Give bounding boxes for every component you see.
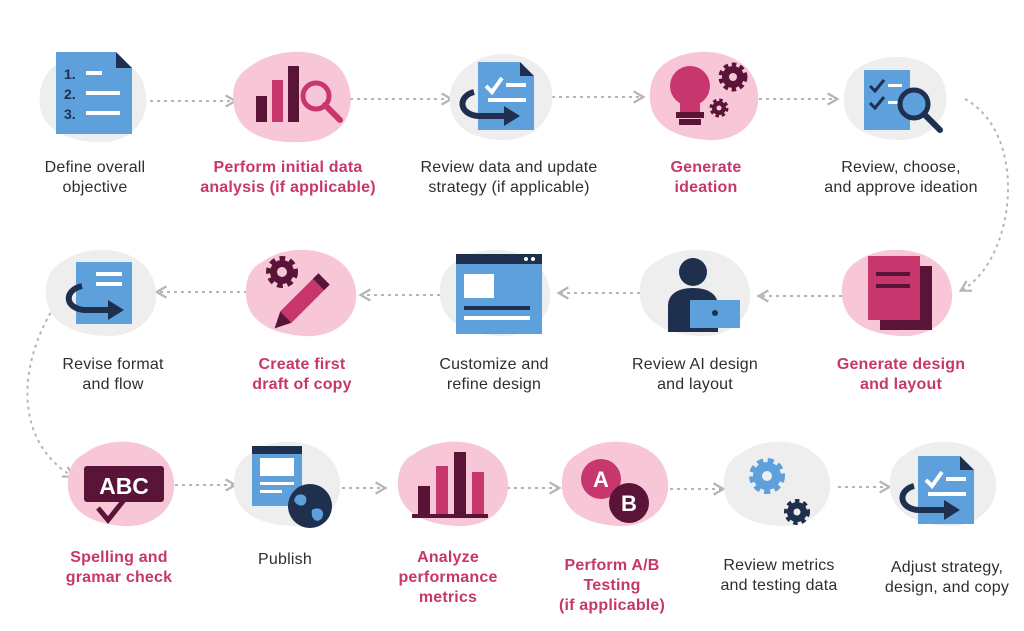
- step-label-initial-data-analysis: Perform initial data analysis (if applic…: [193, 158, 383, 198]
- stacked-documents-icon: [841, 249, 953, 337]
- svg-text:3.: 3.: [64, 106, 76, 122]
- step-label-line: draft of copy: [252, 376, 352, 393]
- step-label-line: ideation: [674, 179, 738, 196]
- gears-icon: [723, 441, 831, 527]
- step-label-generate-ideation: Generate ideation: [611, 158, 801, 198]
- step-label-analyze-performance: Analyze performance metrics: [353, 548, 543, 608]
- step-label-line: Testing: [583, 577, 641, 594]
- browser-window-icon: [439, 249, 551, 337]
- step-label-line: design, and copy: [884, 579, 1010, 596]
- connector-5-6: [958, 98, 1009, 292]
- bar-chart-magnifier-icon: [233, 51, 351, 143]
- step-label-review-approve-ideation: Review, choose, and approve ideation: [806, 158, 996, 198]
- person-laptop-icon: [639, 249, 751, 337]
- step-label-revise-format-flow: Revise format and flow: [18, 355, 208, 395]
- numbered-list-document-icon: 1. 2. 3.: [39, 52, 147, 143]
- document-revise-arrow-icon: [449, 54, 553, 141]
- step-label-line: Review, choose,: [841, 159, 961, 176]
- step-label-line: Perform A/B: [564, 557, 660, 574]
- ab-text-a: A: [593, 467, 609, 492]
- step-label-ab-testing: Perform A/B Testing (if applicable): [517, 556, 707, 616]
- step-label-define-objective: Define overall objective: [0, 158, 190, 198]
- lightbulb-gears-icon: [649, 51, 759, 141]
- step-label-line: and testing data: [720, 577, 838, 594]
- step-label-line: Review metrics: [723, 557, 835, 574]
- step-label-line: and layout: [657, 376, 733, 393]
- gear-pencil-icon: [245, 249, 357, 337]
- step-label-line: (if applicable): [558, 597, 666, 614]
- step-label-line: Generate: [670, 159, 742, 176]
- step-label-line: Review AI design: [632, 356, 758, 373]
- step-label-line: Analyze: [417, 549, 479, 566]
- step-label-review-metrics: Review metrics and testing data: [684, 556, 874, 596]
- step-label-line: Define overall: [44, 159, 146, 176]
- svg-text:2.: 2.: [64, 86, 76, 102]
- step-label-line: strategy (if applicable): [428, 179, 590, 196]
- step-label-line: Spelling and: [70, 549, 168, 566]
- step-label-line: refine design: [446, 376, 542, 393]
- step-label-line: and approve ideation: [824, 179, 978, 196]
- step-label-line: Generate design: [836, 356, 966, 373]
- step-label-line: Publish: [258, 551, 312, 568]
- step-label-line: Adjust strategy,: [890, 559, 1004, 576]
- step-label-line: Create first: [258, 356, 346, 373]
- document-globe-icon: [233, 441, 341, 528]
- ab-text-b: B: [621, 491, 637, 516]
- step-label-adjust-strategy: Adjust strategy, design, and copy: [852, 558, 1024, 598]
- step-label-review-data-update-strategy: Review data and update strategy (if appl…: [414, 158, 604, 198]
- ab-circles-icon: A B: [561, 441, 669, 527]
- step-label-customize-refine-design: Customize and refine design: [399, 355, 589, 395]
- step-label-line: performance: [398, 569, 498, 586]
- checklist-magnifier-icon: [843, 56, 947, 140]
- step-label-line: analysis (if applicable): [200, 179, 376, 196]
- step-label-line: Review data and update: [420, 159, 598, 176]
- step-label-publish: Publish: [190, 550, 380, 570]
- bar-chart-icon: [397, 441, 509, 527]
- step-label-line: and layout: [859, 376, 942, 393]
- svg-text:1.: 1.: [64, 66, 76, 82]
- document-revise-arrow-icon-2: [889, 441, 997, 527]
- connectors: [26, 90, 1009, 496]
- step-label-line: Customize and: [439, 356, 549, 373]
- step-label-line: Perform initial data: [213, 159, 363, 176]
- step-label-create-first-draft: Create first draft of copy: [207, 355, 397, 395]
- abc-text: ABC: [99, 473, 149, 499]
- step-label-line: objective: [62, 179, 128, 196]
- abc-check-icon: ABC: [67, 441, 175, 527]
- step-label-line: metrics: [418, 589, 478, 606]
- document-loop-arrow-icon: [45, 249, 157, 337]
- step-label-generate-design-layout: Generate design and layout: [806, 355, 996, 395]
- step-label-spelling-grammar-check: Spelling and gramar check: [24, 548, 214, 588]
- step-label-line: gramar check: [65, 569, 173, 586]
- step-label-review-ai-design: Review AI design and layout: [600, 355, 790, 395]
- step-label-line: and flow: [82, 376, 144, 393]
- step-label-line: Revise format: [62, 356, 164, 373]
